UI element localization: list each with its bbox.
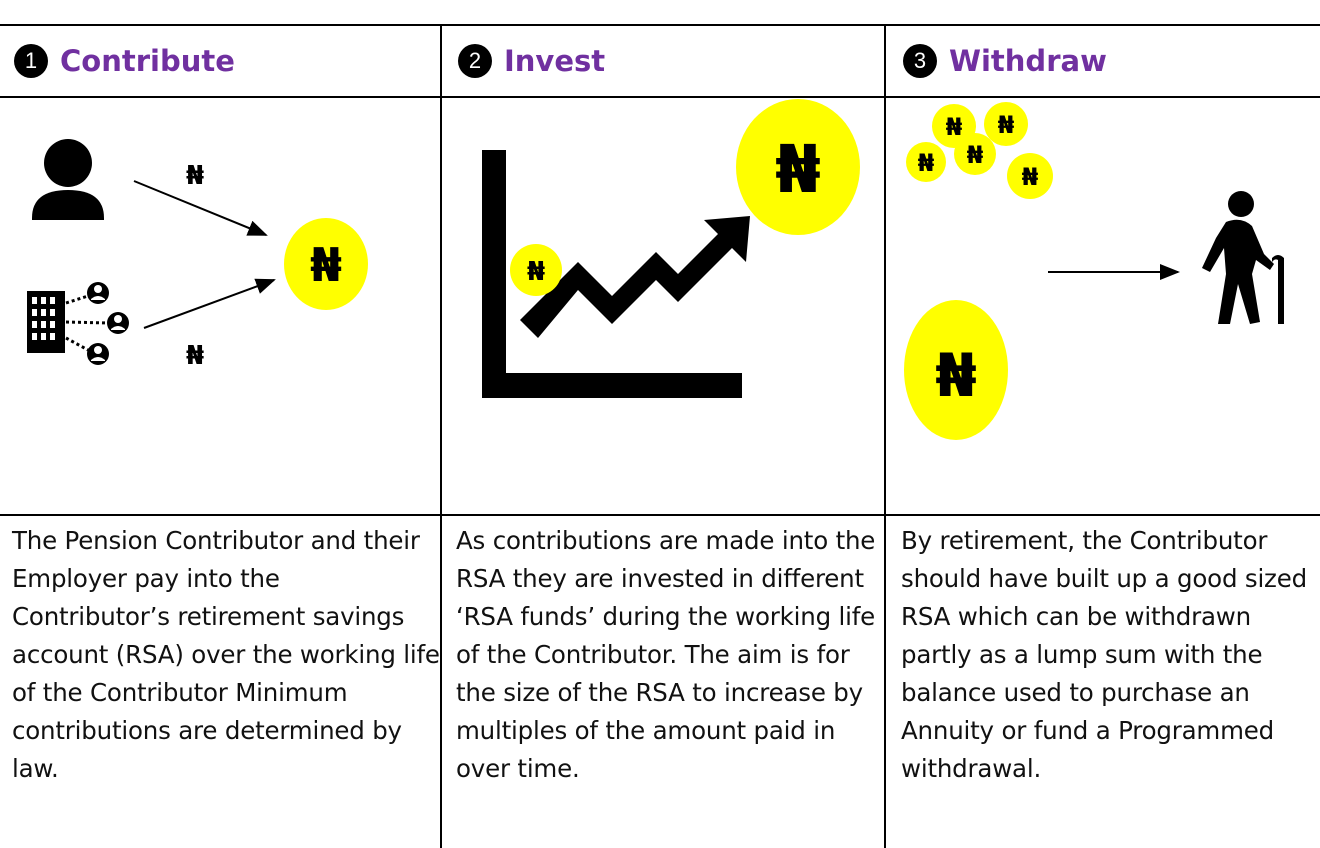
svg-text:₦: ₦ bbox=[946, 113, 963, 141]
contribute-illustration: ₦ ₦ ₦ bbox=[0, 98, 440, 516]
elderly-person-with-cane-icon bbox=[1202, 191, 1284, 324]
naira-symbol: ₦ bbox=[186, 341, 204, 371]
svg-text:₦: ₦ bbox=[935, 341, 977, 411]
step-3-header: 3 Withdraw bbox=[903, 26, 1107, 96]
svg-text:₦: ₦ bbox=[310, 238, 342, 292]
invest-illustration: ₦ ₦ bbox=[442, 98, 884, 516]
step-2-number-badge: 2 bbox=[458, 44, 492, 78]
person-icon bbox=[32, 139, 104, 220]
header-divider bbox=[0, 96, 1320, 98]
naira-coin-icon: ₦ bbox=[1007, 153, 1053, 199]
step-2-title: Invest bbox=[504, 44, 606, 78]
employee-icon bbox=[87, 343, 109, 365]
svg-text:₦: ₦ bbox=[775, 131, 821, 208]
step-3-description: By retirement, the Contributor should ha… bbox=[901, 526, 1307, 783]
svg-text:₦: ₦ bbox=[1022, 163, 1039, 191]
arrow bbox=[143, 278, 276, 329]
naira-coin-icon: ₦ bbox=[904, 300, 1008, 440]
step-3-number-badge: 3 bbox=[903, 44, 937, 78]
step-1-title: Contribute bbox=[60, 44, 235, 78]
step-2-description: As contributions are made into the RSA t… bbox=[456, 526, 876, 783]
step-2-header: 2 Invest bbox=[458, 26, 605, 96]
svg-text:₦: ₦ bbox=[527, 257, 545, 287]
naira-symbol: ₦ bbox=[186, 161, 204, 191]
top-border bbox=[0, 24, 1320, 26]
svg-text:₦: ₦ bbox=[967, 141, 984, 169]
naira-coin-icon: ₦ bbox=[906, 142, 946, 182]
naira-coin-icon: ₦ bbox=[984, 102, 1028, 146]
employee-icon bbox=[107, 312, 129, 334]
office-building-icon bbox=[27, 282, 129, 365]
employee-icon bbox=[87, 282, 109, 304]
arrow bbox=[133, 180, 268, 236]
svg-text:₦: ₦ bbox=[918, 149, 935, 177]
step-3-title: Withdraw bbox=[949, 44, 1107, 78]
naira-coin-icon: ₦ bbox=[510, 244, 562, 296]
svg-text:₦: ₦ bbox=[998, 111, 1015, 139]
step-1-description: The Pension Contributor and their Employ… bbox=[12, 526, 440, 783]
growth-chart-icon bbox=[482, 150, 750, 398]
column-divider-2 bbox=[884, 24, 886, 848]
naira-coin-icon: ₦ bbox=[284, 218, 368, 310]
naira-coin-icon: ₦ bbox=[736, 99, 860, 235]
step-1-number-badge: 1 bbox=[14, 44, 48, 78]
step-1-header: 1 Contribute bbox=[14, 26, 235, 96]
naira-coin-icon: ₦ bbox=[954, 133, 996, 175]
body-divider bbox=[0, 514, 1320, 516]
column-divider-1 bbox=[440, 24, 442, 848]
withdraw-illustration: ₦ ₦ ₦ ₦ ₦ ₦ bbox=[886, 98, 1320, 516]
